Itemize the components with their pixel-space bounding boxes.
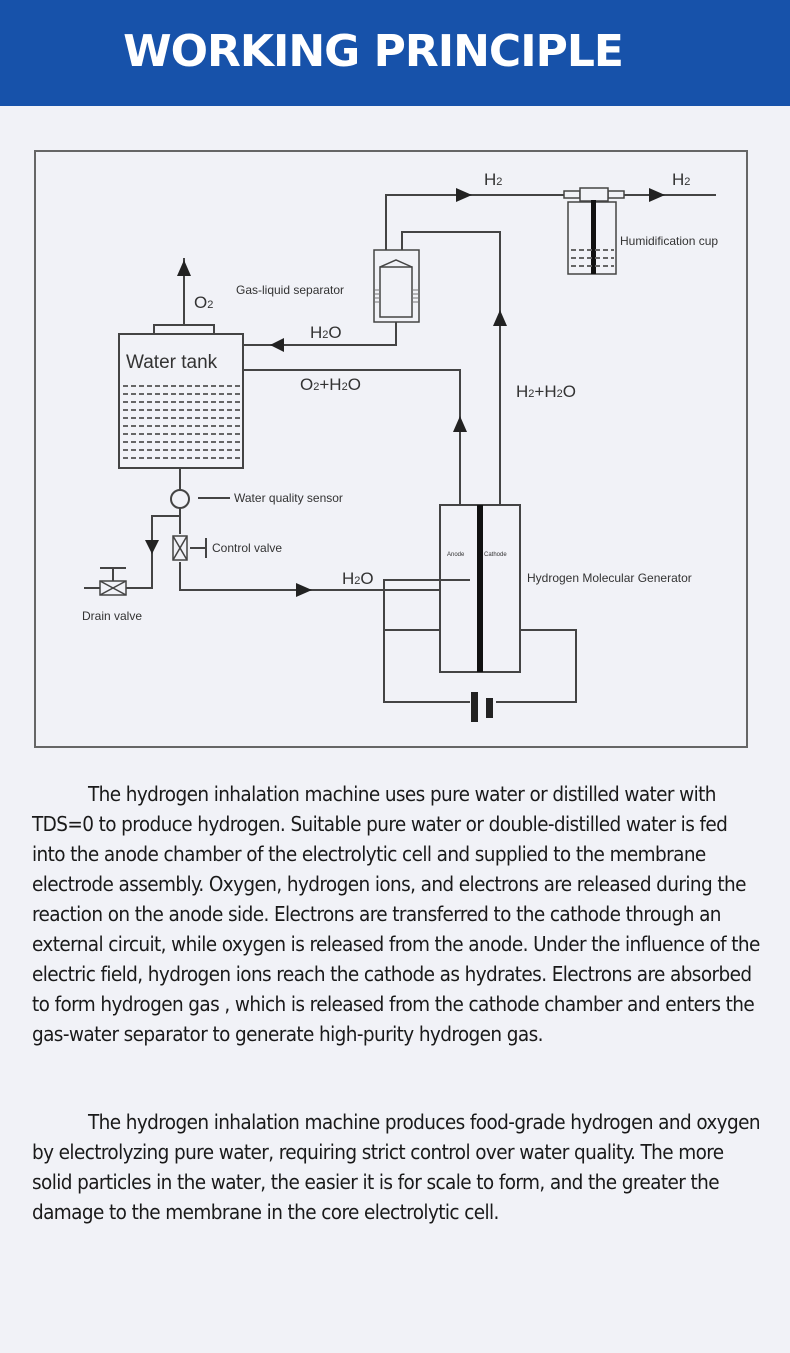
- h2-h2o-label: H2+H2O: [516, 382, 576, 401]
- page-title: WORKING PRINCIPLE: [123, 26, 624, 77]
- paragraph-principle: The hydrogen inhalation machine uses pur…: [32, 782, 760, 1046]
- cathode-label: Cathode: [484, 552, 507, 558]
- drain-valve-icon: [99, 580, 127, 596]
- gas-liquid-separator: [373, 249, 420, 323]
- circuit-wire: [383, 579, 470, 703]
- h2-h2o-pipe: [401, 231, 501, 505]
- h2-pipe: [385, 194, 564, 250]
- control-valve-icon: [172, 535, 188, 561]
- header-banner: WORKING PRINCIPLE: [0, 0, 790, 106]
- h2-arrow-icon: [456, 188, 472, 202]
- water-quality-sensor-label: Water quality sensor: [234, 491, 343, 505]
- h2o-feed-pipe: [179, 562, 440, 591]
- gas-liquid-separator-label: Gas-liquid separator: [236, 283, 344, 297]
- h2-out-label: H2: [672, 170, 690, 189]
- h2o-return-label: H2O: [310, 323, 342, 342]
- h2o-feed-label: H2O: [342, 569, 374, 588]
- control-valve-label: Control valve: [212, 541, 282, 555]
- o2-h2o-label: O2+H2O: [300, 375, 361, 394]
- paragraph-water-quality: The hydrogen inhalation machine produces…: [32, 1110, 761, 1224]
- anode-label: Anode: [447, 552, 465, 558]
- o2-label: O2: [194, 293, 213, 312]
- o2-h2o-pipe: [243, 369, 461, 505]
- h2o-return-arrow-icon: [270, 338, 284, 352]
- drain-arrow-icon: [145, 540, 159, 554]
- h2-out-arrow-icon: [649, 188, 665, 202]
- battery-icon: [471, 692, 478, 722]
- working-principle-diagram: H2 H2 Humidification cup Gas-liquid sepa…: [34, 150, 748, 748]
- h2o-feed-arrow-icon: [296, 583, 312, 597]
- humidification-cup-label: Humidification cup: [620, 234, 718, 248]
- o2-arrow-icon: [177, 260, 191, 276]
- h2o-return-pipe: [243, 322, 397, 346]
- drain-valve-label: Drain valve: [82, 609, 142, 623]
- h2-h2o-arrow-icon: [493, 310, 507, 326]
- water-quality-sensor-icon: [170, 489, 190, 509]
- hydrogen-generator-label: Hydrogen Molecular Generator: [527, 571, 692, 585]
- water-tank-label: Water tank: [126, 352, 218, 373]
- o2-h2o-arrow-icon: [453, 416, 467, 432]
- h2-top-label: H2: [484, 170, 502, 189]
- membrane: [477, 505, 483, 672]
